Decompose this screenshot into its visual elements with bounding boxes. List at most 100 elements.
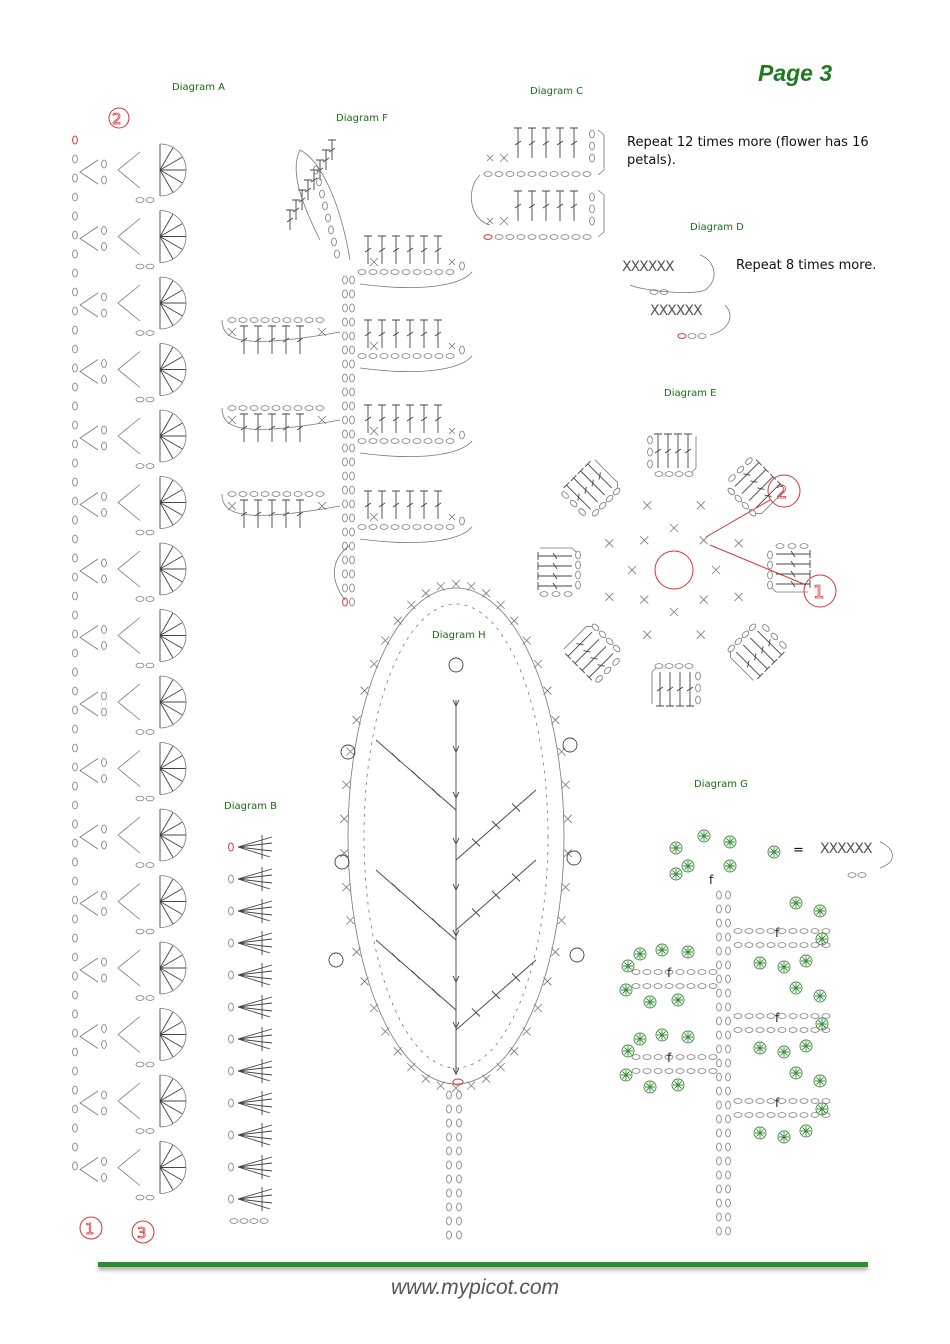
chain-stitch [456, 1118, 462, 1128]
fan-stitch [159, 555, 183, 570]
flower-stitch [815, 932, 829, 946]
chain-stitch [342, 555, 348, 565]
chain-stitch [734, 494, 743, 503]
diagram-d-label: Diagram D [690, 222, 744, 233]
flower-spokes [791, 983, 801, 993]
diagram-g-f-2: f [775, 926, 780, 940]
chain-stitch [228, 1034, 234, 1044]
chain-stitch [538, 171, 548, 177]
flower-spokes [657, 1030, 667, 1040]
chain-stitch [505, 171, 515, 177]
double-crochet [666, 672, 674, 707]
chain-stitch [72, 1066, 78, 1076]
chain-stitch [456, 1188, 462, 1198]
chain-stitch [725, 1100, 731, 1110]
double-crochet [755, 480, 784, 509]
chain-stitch [456, 1174, 462, 1184]
chain-stitch [342, 499, 348, 509]
flower-spokes [801, 1126, 811, 1136]
chain-stitch [575, 550, 581, 560]
chain-stitch [445, 438, 455, 444]
chain-stitch [686, 1054, 696, 1060]
chain-stitch [725, 1156, 731, 1166]
chain-stitch [589, 192, 595, 202]
chain-stitch [728, 474, 736, 482]
chain-stitch [456, 1230, 462, 1240]
picot-loop [79, 625, 99, 650]
chain-stitch [766, 1112, 776, 1118]
single-crochet [227, 327, 237, 337]
diagram-g-equals: = [793, 843, 804, 858]
chain-stitch [401, 524, 411, 530]
single-crochet [496, 600, 505, 610]
chain-stitch [527, 171, 537, 177]
fan-stitch [159, 745, 174, 769]
chain-stitch [675, 983, 685, 989]
chain-stitch [770, 632, 779, 641]
single-crochet [486, 154, 494, 162]
chain-stitch [379, 524, 389, 530]
chain-stitch [799, 543, 809, 549]
chain-stitch [459, 430, 465, 440]
chain-stitch [605, 494, 614, 503]
chain-stitch [101, 707, 107, 717]
chain-stitch [603, 666, 612, 675]
fan-stitch [159, 1144, 174, 1168]
chain-stitch [135, 197, 145, 203]
chain-stitch [72, 857, 78, 867]
fan-stitch [159, 1034, 183, 1048]
single-crochet [369, 341, 379, 351]
chain-stitch [445, 269, 455, 275]
double-crochet [542, 190, 550, 221]
chain-stitch [72, 344, 78, 354]
chain-stitch [72, 1123, 78, 1133]
cluster-stitch [237, 868, 273, 890]
fan-stitch [159, 945, 174, 969]
chain-stitch [725, 1184, 731, 1194]
chain-stitch [612, 658, 620, 666]
chain-stitch [145, 1061, 155, 1068]
chain-stitch [716, 890, 722, 900]
fan-stitch [159, 954, 183, 969]
chain-stitch [72, 1142, 78, 1152]
shell-outline [117, 484, 141, 521]
marker-1-a: 1 [85, 1220, 95, 1238]
single-crochet [669, 523, 679, 533]
single-crochet [352, 715, 361, 725]
double-crochet [378, 490, 386, 519]
flower-spokes [817, 934, 827, 944]
chain-stitch [342, 373, 348, 383]
chain-stitch [716, 1100, 722, 1110]
chain-stitch [744, 942, 754, 948]
fan-stitch [159, 612, 174, 636]
chain-stitch [725, 1030, 731, 1040]
fan-stitch [159, 1167, 183, 1181]
chain-stitch [72, 1009, 78, 1019]
flower-stitch [799, 1124, 813, 1138]
fan-stitch [159, 280, 174, 304]
diagram-g-f-3: f [667, 966, 672, 980]
chain-stitch [72, 306, 78, 316]
fan-stitch [159, 1100, 183, 1115]
picot-loop [79, 159, 99, 185]
fan-stitch [159, 755, 183, 769]
chain-stitch [72, 743, 78, 753]
chain-stitch [349, 569, 355, 579]
chain-stitch [72, 591, 78, 601]
chain-stitch [716, 1170, 722, 1180]
picot-loop [79, 758, 99, 783]
flower-spokes [683, 1032, 693, 1042]
chain-stitch [228, 1002, 234, 1012]
double-crochet [776, 550, 811, 558]
chain-stitch [708, 969, 718, 975]
flower-spokes [815, 906, 825, 916]
chain-stitch [315, 491, 325, 497]
double-crochet [537, 552, 572, 560]
chain-stitch [331, 237, 337, 247]
double-crochet [364, 490, 372, 519]
chain-stitch [549, 234, 559, 240]
chain-stitch [342, 289, 348, 299]
chain-stitch [716, 1226, 722, 1236]
single-crochet [496, 1062, 505, 1072]
diagram-d-graphic [629, 254, 731, 339]
